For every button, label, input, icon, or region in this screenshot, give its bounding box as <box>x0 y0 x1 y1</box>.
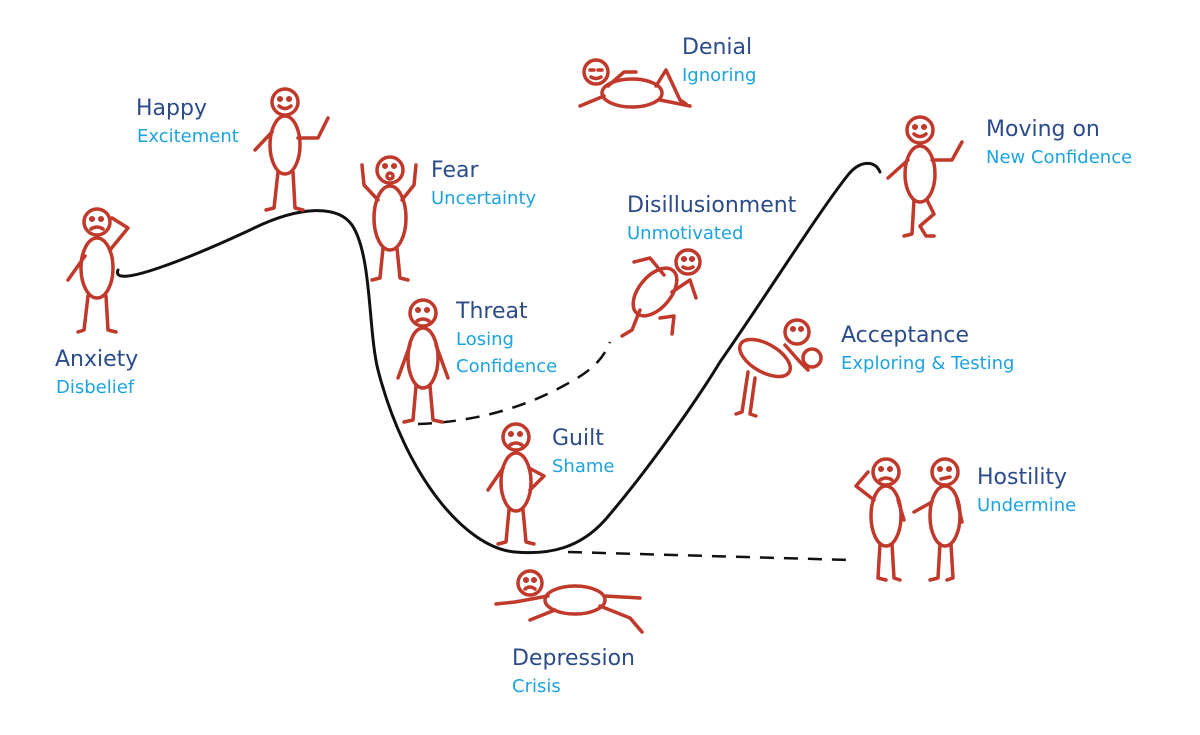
denial-figure-icon <box>578 58 692 109</box>
stage-title: Moving on <box>986 117 1100 142</box>
stage-subtitle: Exploring & Testing <box>841 353 1014 374</box>
hostility-figure-left-icon <box>854 457 906 582</box>
threat-label: Threat Losing Confidence <box>455 299 557 377</box>
stage-title: Happy <box>136 96 207 121</box>
moving-on-label: Moving on New Confidence <box>986 117 1132 168</box>
stage-subtitle: Undermine <box>977 495 1076 516</box>
stage-title: Depression <box>512 646 635 671</box>
happy-figure-icon <box>253 87 330 212</box>
depression-label: Depression Crisis <box>512 646 635 697</box>
stage-subtitle-line-2: Confidence <box>456 356 557 377</box>
denial-branch-dashed-line <box>417 341 612 426</box>
moving-on-figure-icon <box>886 115 964 238</box>
stage-title: Denial <box>682 35 752 60</box>
hostility-branch-dashed-line <box>567 550 851 562</box>
disillusionment-label: Disillusionment Unmotivated <box>627 193 797 244</box>
stage-subtitle: Excitement <box>137 126 239 147</box>
stage-subtitle: Uncertainty <box>431 188 537 209</box>
stage-subtitle: Crisis <box>512 676 561 697</box>
threat-figure-icon <box>396 298 450 424</box>
acceptance-figure-icon <box>734 318 823 418</box>
stage-subtitle: Disbelief <box>56 377 135 398</box>
stage-subtitle: New Confidence <box>986 147 1132 168</box>
guilt-figure-icon <box>486 422 546 546</box>
stage-subtitle: Shame <box>552 456 614 477</box>
depression-figure-icon <box>494 569 644 634</box>
acceptance-label: Acceptance Exploring & Testing <box>841 323 1014 374</box>
stage-title: Disillusionment <box>627 193 797 218</box>
stage-title: Guilt <box>552 426 604 451</box>
disillusionment-figure-icon <box>620 248 702 338</box>
stage-subtitle: Ignoring <box>682 65 756 86</box>
stage-subtitle: Unmotivated <box>627 223 743 244</box>
happy-label: Happy Excitement <box>136 96 239 147</box>
denial-label: Denial Ignoring <box>682 35 756 86</box>
stage-subtitle-line-1: Losing <box>456 329 514 350</box>
stage-title: Fear <box>431 158 479 183</box>
stage-title: Anxiety <box>55 347 138 372</box>
stage-title: Hostility <box>977 465 1067 490</box>
hostility-figure-right-icon <box>912 457 964 582</box>
anxiety-label: Anxiety Disbelief <box>55 347 138 398</box>
fear-figure-icon <box>360 155 418 282</box>
hostility-label: Hostility Undermine <box>977 465 1076 516</box>
stage-title: Threat <box>455 299 528 324</box>
change-curve <box>116 161 882 555</box>
fear-label: Fear Uncertainty <box>431 158 537 209</box>
anxiety-figure-icon <box>66 207 130 334</box>
stage-title: Acceptance <box>841 323 969 348</box>
guilt-label: Guilt Shame <box>552 426 614 477</box>
